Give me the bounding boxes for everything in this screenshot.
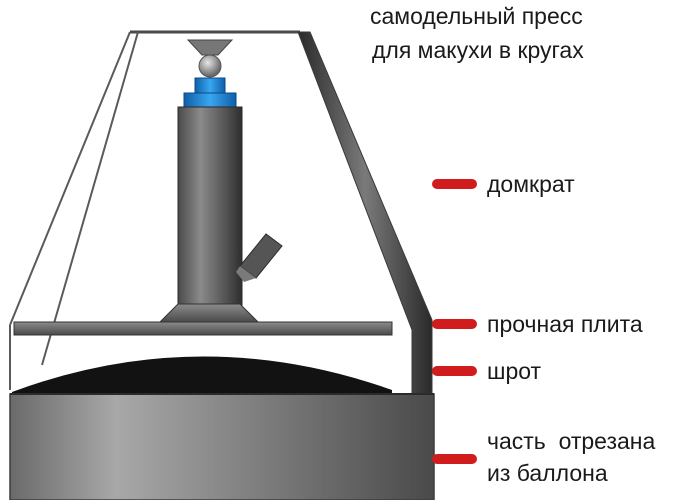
ball-joint <box>186 39 234 78</box>
label-cylinder-line-2: из баллона <box>487 460 608 486</box>
label-jack: домкрат <box>432 171 575 197</box>
label-cylinder-line-1: часть отрезана <box>487 428 656 454</box>
marker-jack <box>432 179 477 189</box>
marker-plate <box>432 319 477 329</box>
label-meal-text: шрот <box>487 358 542 384</box>
meal-layer <box>12 356 392 394</box>
title-line-2: для макухи в кругах <box>372 37 584 63</box>
cylinder-base <box>9 393 435 500</box>
label-plate-text: прочная плита <box>487 311 643 337</box>
label-plate: прочная плита <box>432 311 643 337</box>
title-line-1: самодельный пресс <box>370 3 583 29</box>
marker-cylinder <box>432 454 477 464</box>
label-meal: шрот <box>432 358 542 384</box>
press-frame <box>9 30 433 396</box>
strong-plate <box>13 321 393 336</box>
jack <box>158 77 283 323</box>
label-cylinder: часть отрезана из баллона <box>432 428 656 486</box>
label-jack-text: домкрат <box>487 171 575 197</box>
marker-meal <box>432 366 477 376</box>
